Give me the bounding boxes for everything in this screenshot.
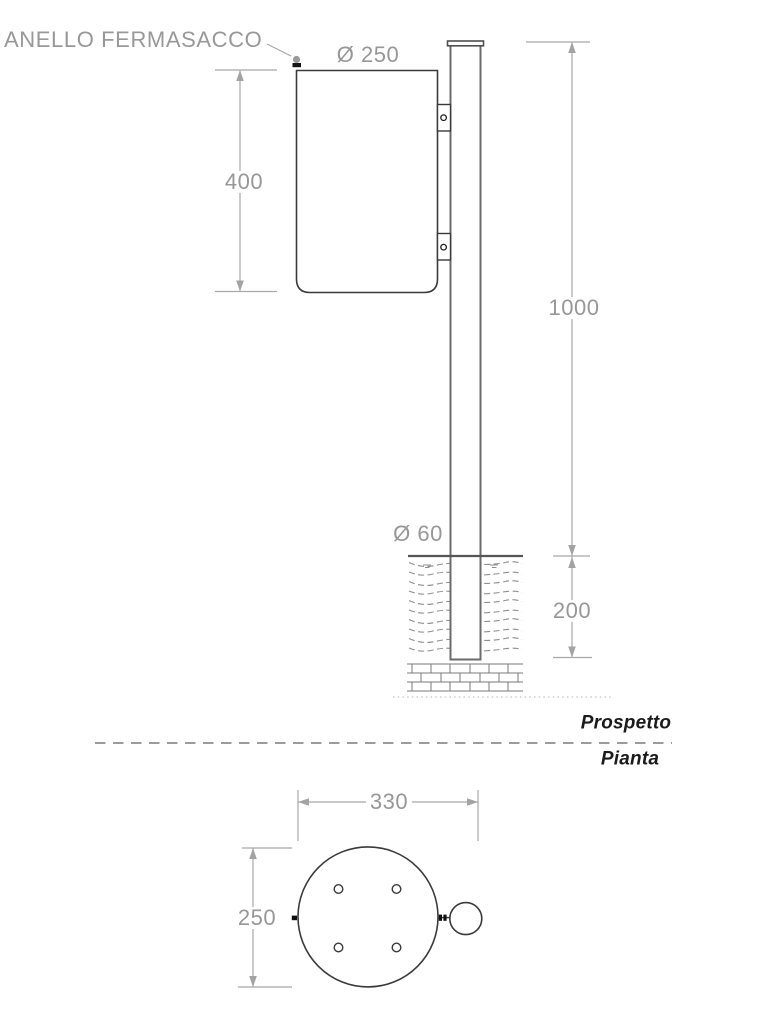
plan-bolt-holes — [333, 884, 402, 953]
dim-overall-width-label: 330 — [365, 791, 413, 813]
arrow-down-icon — [249, 976, 257, 987]
bag-ring-mark — [292, 63, 301, 68]
dim-bin-diameter-label: Ø 250 — [336, 42, 400, 67]
plan-view-label: Pianta — [600, 748, 660, 770]
brick-foundation — [407, 663, 523, 692]
pole-post — [449, 44, 482, 661]
callout-leader-line — [266, 43, 292, 57]
arrow-up-icon — [236, 70, 244, 81]
arrow-up-icon — [249, 848, 257, 859]
plan-pole-circle — [448, 901, 483, 936]
arrow-up-icon — [568, 42, 576, 53]
callout-label: ANELLO FERMASACCO — [4, 27, 263, 52]
plan-pole-connector — [437, 914, 450, 921]
bin-body — [295, 69, 439, 294]
dim-pole-height-label: 1000 — [544, 297, 604, 319]
dim-plan-bin-diameter-label: 250 — [233, 907, 281, 929]
soil-mark — [490, 564, 498, 569]
pole-cap — [446, 40, 485, 47]
bracket-top — [436, 103, 452, 132]
bracket-bottom — [436, 232, 452, 261]
arrow-down-icon — [236, 280, 244, 292]
arrow-down-icon — [568, 545, 576, 556]
plan-ring-mark — [291, 915, 297, 921]
dim-pole-diameter-label: Ø 60 — [393, 521, 443, 546]
plan-bin-circle — [297, 846, 439, 988]
bracket-bolt-icon — [440, 114, 448, 122]
dim-bin-height-label: 400 — [220, 171, 268, 193]
arrow-right-icon — [467, 798, 478, 806]
soil-mark — [423, 564, 431, 569]
elevation-view-label: Prospetto — [580, 712, 672, 734]
bracket-bolt-icon — [440, 243, 448, 251]
arrow-left-icon — [298, 798, 309, 806]
arrow-up-icon — [568, 557, 576, 568]
callout-dot — [292, 55, 301, 64]
arrow-down-icon — [568, 646, 576, 658]
dim-embed-depth-label: 200 — [548, 600, 596, 622]
